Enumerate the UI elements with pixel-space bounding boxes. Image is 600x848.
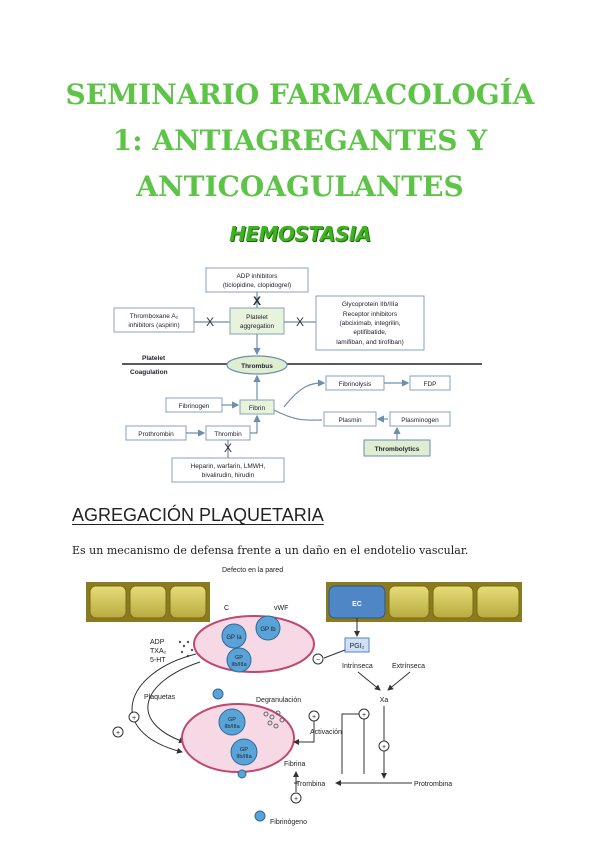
section-heading: AGREGACIÓN PLAQUETARIA [72,505,324,525]
thromboxane-line-2: inhibitors (aspirin) [128,322,179,329]
mediator-txa2: TXA₂ [150,648,167,655]
free-platelet [212,688,224,700]
platelet-aggregation-box [229,307,285,335]
degranulacion-label: Degranulación [256,697,301,704]
ec-label: EC [352,601,362,608]
gp-lower1-line-2: IIb/IIIa [224,724,240,730]
wall-defect-label: Defecto en la pared [222,567,283,574]
fibrinogeno-label: Fibrinógeno [270,819,307,826]
title-line-3: ANTICOAGULANTES [136,170,464,203]
endothelial-cells [89,585,520,619]
fdp-box [409,375,451,391]
thromboxane-inhibitors-box [113,307,195,333]
gp-iib-iiia-upper [226,647,252,673]
plus-mark-5: + [362,712,366,719]
gp-ia-receptor [221,623,247,649]
gp-ia-label: GP Ia [226,635,242,641]
gp-line-1: Glycoprotein IIb/IIIa [342,301,399,308]
body-paragraph: Es un mecanismo de defensa frente a un d… [72,544,469,557]
fibrinogen-molecule [254,810,266,822]
adp-inhibitors-box [205,267,309,293]
gp-line-3: (abciximab, integrilin, [339,320,400,327]
protrombina-label: Protrombina [414,781,452,788]
gp-ib-receptor [255,615,281,641]
block-mark-anticoagulants: X [224,441,232,455]
thrombus-label: Thrombus [241,363,273,370]
fibrinolysis-label: Fibrinolysis [339,381,372,388]
thrombin-label: Thrombin [214,431,242,438]
fibrinogen-label: Fibrinogen [179,403,210,410]
title-line-2: 1: ANTIAGREGANTES Y [112,124,488,157]
thrombolytics-label: Thrombolytics [375,446,420,453]
xa-label: Xa [380,697,389,704]
anticoagulants-box [171,457,285,483]
mediator-dots [178,640,194,658]
inhibition-mark: − [316,657,320,664]
fibrina-label: Fibrina [284,761,306,768]
mediator-adp: ADP [150,639,165,646]
gp-inhibitors-box [315,295,425,351]
block-mark-gp: X [296,315,304,329]
plaquetas-label: Plaquetas [144,694,176,701]
wall-defect-gap [210,582,326,622]
platelet-upper [193,615,315,673]
title-line-1: SEMINARIO FARMACOLOGÍA [65,78,535,111]
adp-inhibitors-line-2: (ticlopidine, clopidogrel) [223,282,291,289]
plus-mark-6: + [294,796,298,803]
fibrin-box [239,399,275,415]
thrombus-node [226,355,288,375]
document-title: SEMINARIO FARMACOLOGÍA 1: ANTIAGREGANTES… [40,72,560,210]
c-label: C [224,605,229,612]
pgi2-label: PGI₂ [350,643,365,650]
vwf-label: vWF [274,605,288,612]
fibrin-label: Fibrin [249,405,266,412]
hemostasis-diagram: ADP inhibitors (ticlopidine, clopidogrel… [113,267,482,483]
plus-mark-1: + [116,730,120,737]
gp-line-5: lamifiban, and tirofiban) [336,339,404,346]
subtitle-hemostasia: HEMOSTASIA [229,222,371,246]
extrinseca-label: Extrínseca [392,663,425,670]
thrombolytics-box [363,439,431,457]
platelet-aggregation-diagram: Defecto en la pared C vWF EC PGI₂ − GP I… [86,567,522,826]
platelet-aggregation-line-2: aggregation [240,323,275,330]
block-mark-thromboxane: X [206,315,214,329]
coagulation-region-label: Coagulation [130,369,168,376]
gp-line-4: eptifibatide, [353,329,386,336]
prothrombin-label: Prothrombin [138,431,174,438]
anticoagulants-line-1: Heparin, warfarin, LMWH, [191,463,266,470]
gp-lower2-line-1: GP [240,747,248,753]
gp-upper-line-2: IIb/IIIa [231,662,247,668]
plus-mark-2: + [132,715,136,722]
gp-iib-iiia-lower-2 [230,738,258,766]
adp-inhibitors-line-1: ADP inhibitors [236,273,278,280]
gp-lower2-line-2: IIb/IIIa [236,754,252,760]
platelet-region-label: Platelet [142,355,166,362]
plasmin-box [323,411,377,427]
block-mark-adp: X [253,294,261,308]
thromboxane-line-1: Thromboxane A₂ [130,313,179,320]
fdp-label: FDP [424,381,437,388]
gp-ib-label: GP Ib [260,627,276,633]
intrinseca-label: Intrínseca [342,663,373,670]
fibrin-monomer [237,769,247,779]
platelet-aggregation-line-1: Platelet [246,314,268,321]
trombina-label: Trombina [296,781,325,788]
gp-lower1-line-1: GP [228,717,236,723]
gp-line-2: Receptor inhibitors [343,311,398,318]
granules [263,710,285,729]
activacion-label: Activación [310,729,342,736]
plasminogen-label: Plasminogen [401,417,439,424]
pgi2-box [344,637,370,653]
gp-iib-iiia-lower-1 [218,708,246,736]
plus-mark-3: + [312,714,316,721]
anticoagulants-line-2: bivalirudin, hirudin [202,472,255,479]
gp-upper-line-1: GP [235,655,243,661]
mediator-5ht: 5-HT [150,657,166,664]
plus-mark-4: + [382,744,386,751]
plasminogen-box [389,411,451,427]
plasmin-label: Plasmin [338,417,362,424]
